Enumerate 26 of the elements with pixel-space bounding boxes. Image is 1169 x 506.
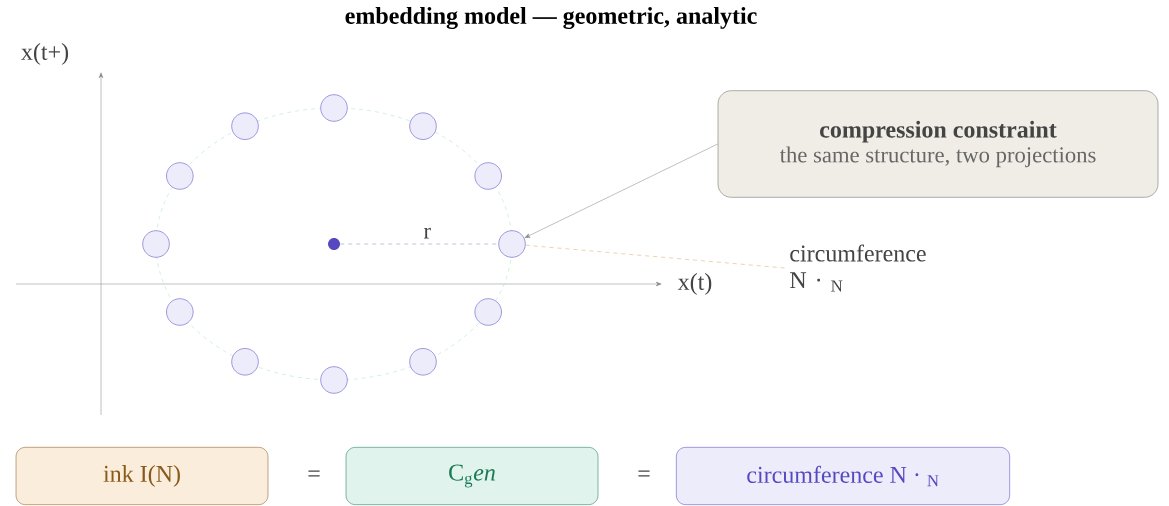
ring-circle [166, 162, 194, 190]
axis-label: x(t) [677, 273, 712, 295]
title: embedding model — geometric, analytic [345, 7, 757, 29]
equation-box: ink I(N) [15, 447, 269, 505]
equation-box: C$_{g}$en [345, 447, 599, 505]
callout-box: compression constraint the same structure, two projections [717, 90, 1159, 198]
annotation-text: circumference N · $_{N}$ [790, 244, 926, 292]
ring-circle [474, 298, 502, 326]
equals-sign: = [638, 470, 650, 477]
leader-line [525, 244, 785, 269]
axis-label: x(t+) [21, 43, 69, 65]
ring-circle [142, 230, 170, 258]
ring-circle [231, 112, 259, 140]
equals-sign: = [308, 470, 320, 477]
ring-circle [320, 94, 348, 122]
ring-circle [498, 230, 526, 258]
ring-circle [474, 162, 502, 190]
ring-circle [320, 366, 348, 394]
arrow [524, 143, 718, 238]
edge-label: r [422, 226, 433, 240]
ring-circle [166, 298, 194, 326]
ring-circle [409, 112, 437, 140]
equation-box: circumference N · $_{N}$ [676, 447, 1010, 505]
ring-circle [409, 348, 437, 376]
ring-circle [231, 348, 259, 376]
radius-line [340, 243, 499, 245]
